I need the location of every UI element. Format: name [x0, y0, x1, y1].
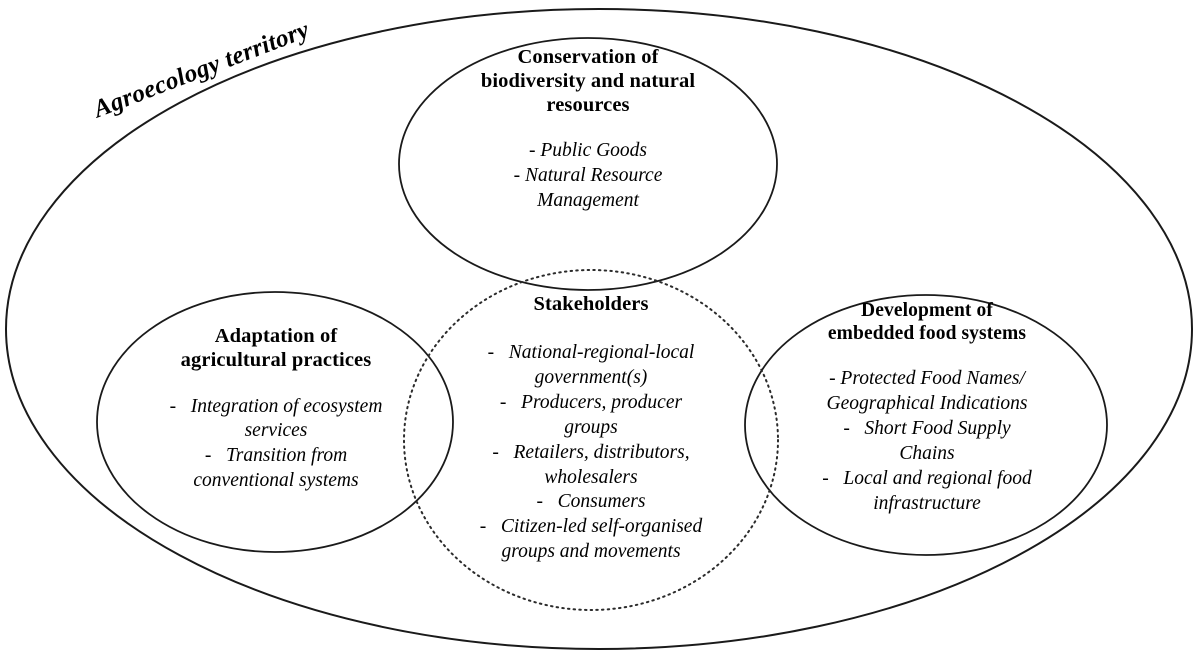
adaptation-group-text: Adaptation of agricultural practices - I… [110, 325, 442, 494]
list-item: - Local and regional food infrastructure [822, 468, 1032, 514]
list-item: - Natural Resource Management [513, 165, 663, 212]
list-item: - Producers, producer groups [499, 391, 683, 438]
stakeholders-title-line-1: Stakeholders [533, 293, 649, 315]
agroecology-territory-ellipse [5, 8, 1193, 650]
conservation-items: - Public Goods - Natural Resource Manage… [428, 139, 748, 214]
adaptation-ellipse [96, 291, 454, 553]
embedded-title-line-1: Development of [861, 300, 993, 321]
list-item: - Protected Food Names/ Geographical Ind… [826, 368, 1028, 415]
list-item: - Retailers, distributors, wholesalers [492, 441, 690, 488]
conservation-ellipse [398, 37, 778, 291]
conservation-group-text: Conservation of biodiversity and natural… [428, 46, 748, 214]
list-item: - Transition from conventional systems [193, 445, 359, 492]
embedded-title-line-2: embedded food systems [827, 322, 1027, 344]
adaptation-title-line-2: agricultural practices [180, 348, 372, 371]
embedded-title: Development of embedded food systems [760, 300, 1094, 345]
list-item: - Public Goods [528, 140, 648, 162]
embedded-items: - Protected Food Names/ Geographical Ind… [760, 367, 1094, 517]
list-item: - Short Food Supply Chains [843, 418, 1011, 465]
adaptation-items: - Integration of ecosystem services - Tr… [110, 395, 442, 495]
list-item: - Integration of ecosystem services [169, 395, 383, 442]
conservation-title-line-1: Conservation of [517, 46, 659, 68]
stakeholders-items: - National-regional-local government(s) … [423, 341, 759, 566]
embedded-food-systems-group-text: Development of embedded food systems - P… [760, 300, 1094, 517]
stakeholders-ellipse [403, 269, 779, 611]
adaptation-title: Adaptation of agricultural practices [110, 325, 442, 373]
adaptation-title-line-1: Adaptation of [214, 325, 338, 347]
conservation-title-line-2: biodiversity and natural [480, 69, 696, 92]
list-item: - National-regional-local government(s) [487, 341, 695, 388]
conservation-title: Conservation of biodiversity and natural… [428, 46, 748, 117]
list-item: - Consumers [536, 491, 646, 513]
embedded-food-systems-ellipse [744, 294, 1108, 556]
conservation-title-line-3: resources [546, 93, 630, 116]
stakeholders-group-text: Stakeholders - National-regional-local g… [423, 293, 759, 565]
list-item: - Citizen-led self-organised groups and … [479, 516, 703, 563]
stakeholders-title: Stakeholders [423, 293, 759, 317]
